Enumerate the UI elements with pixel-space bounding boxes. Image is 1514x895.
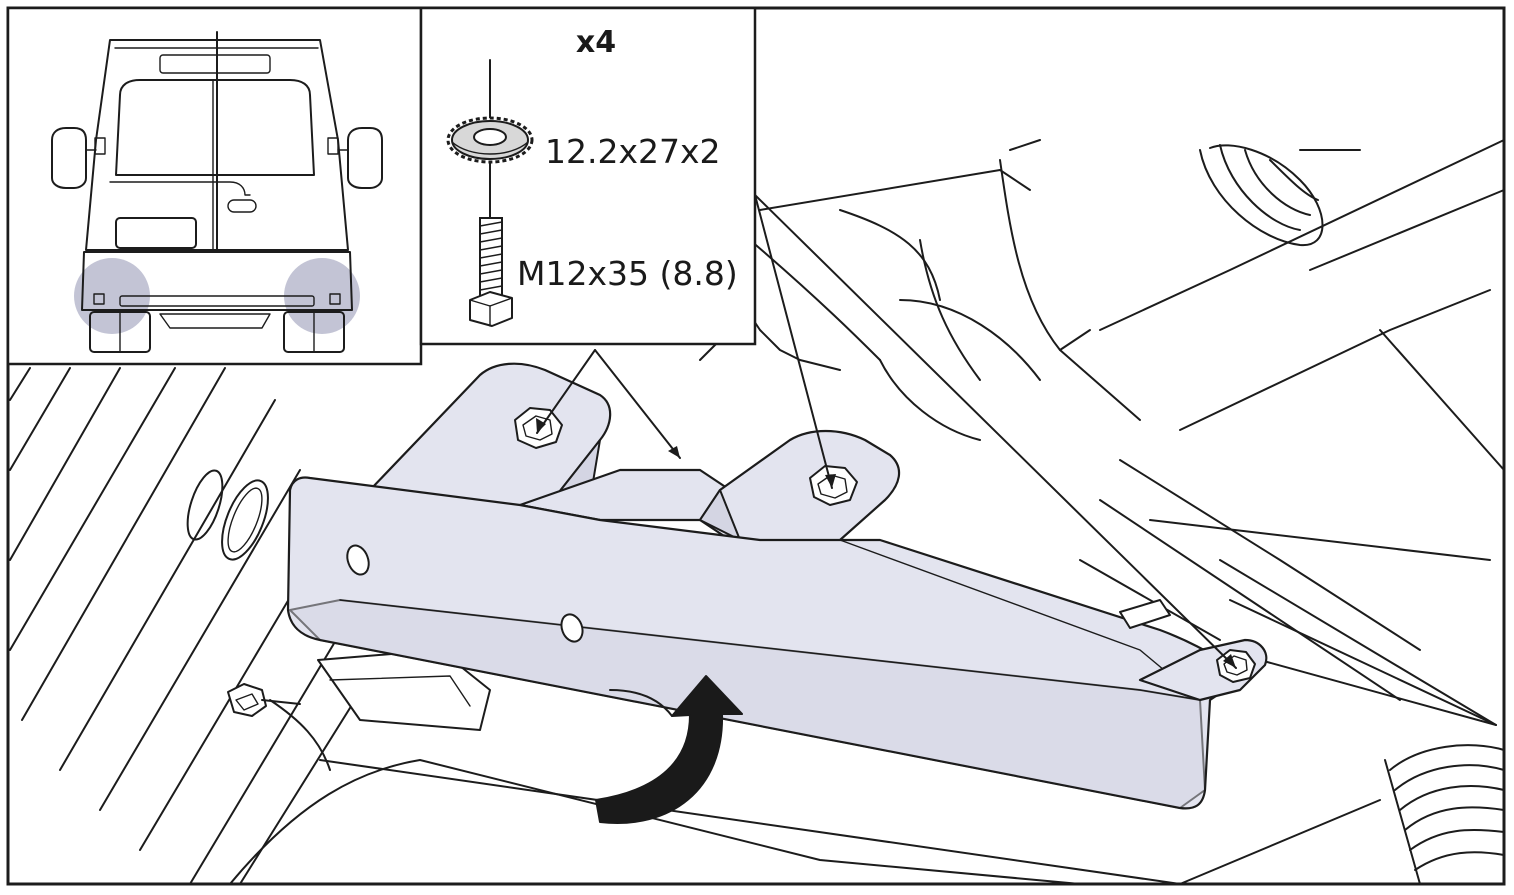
leader-lines [536, 194, 1237, 669]
curved-arrow-icon [595, 675, 743, 824]
bracket-upper [368, 362, 901, 562]
ribbed-boot [1179, 744, 1505, 885]
chassis-nut [227, 683, 301, 717]
plate-hole [560, 613, 584, 643]
plate-hole [346, 544, 370, 576]
bump-stop [1199, 144, 1324, 247]
oval-slot [186, 469, 224, 541]
bracket-plate [286, 476, 1268, 810]
highlight-left [74, 258, 150, 334]
washer-spec-label: 12.2x27x2 [545, 132, 721, 171]
quantity-label: x4 [576, 25, 616, 60]
highlight-right [284, 258, 360, 334]
hex-bolt-icon [809, 465, 858, 506]
hex-bolt-icon [469, 217, 513, 327]
hardware-callout: x4 12.2x27x2 M12x35 (8.8) [419, 6, 757, 346]
vehicle-inset [6, 6, 423, 366]
hardware-callout-frame [419, 6, 757, 346]
oval-slot [221, 479, 269, 561]
bolt-spec-label: M12x35 (8.8) [517, 254, 738, 293]
serrated-washer-icon [446, 116, 534, 164]
